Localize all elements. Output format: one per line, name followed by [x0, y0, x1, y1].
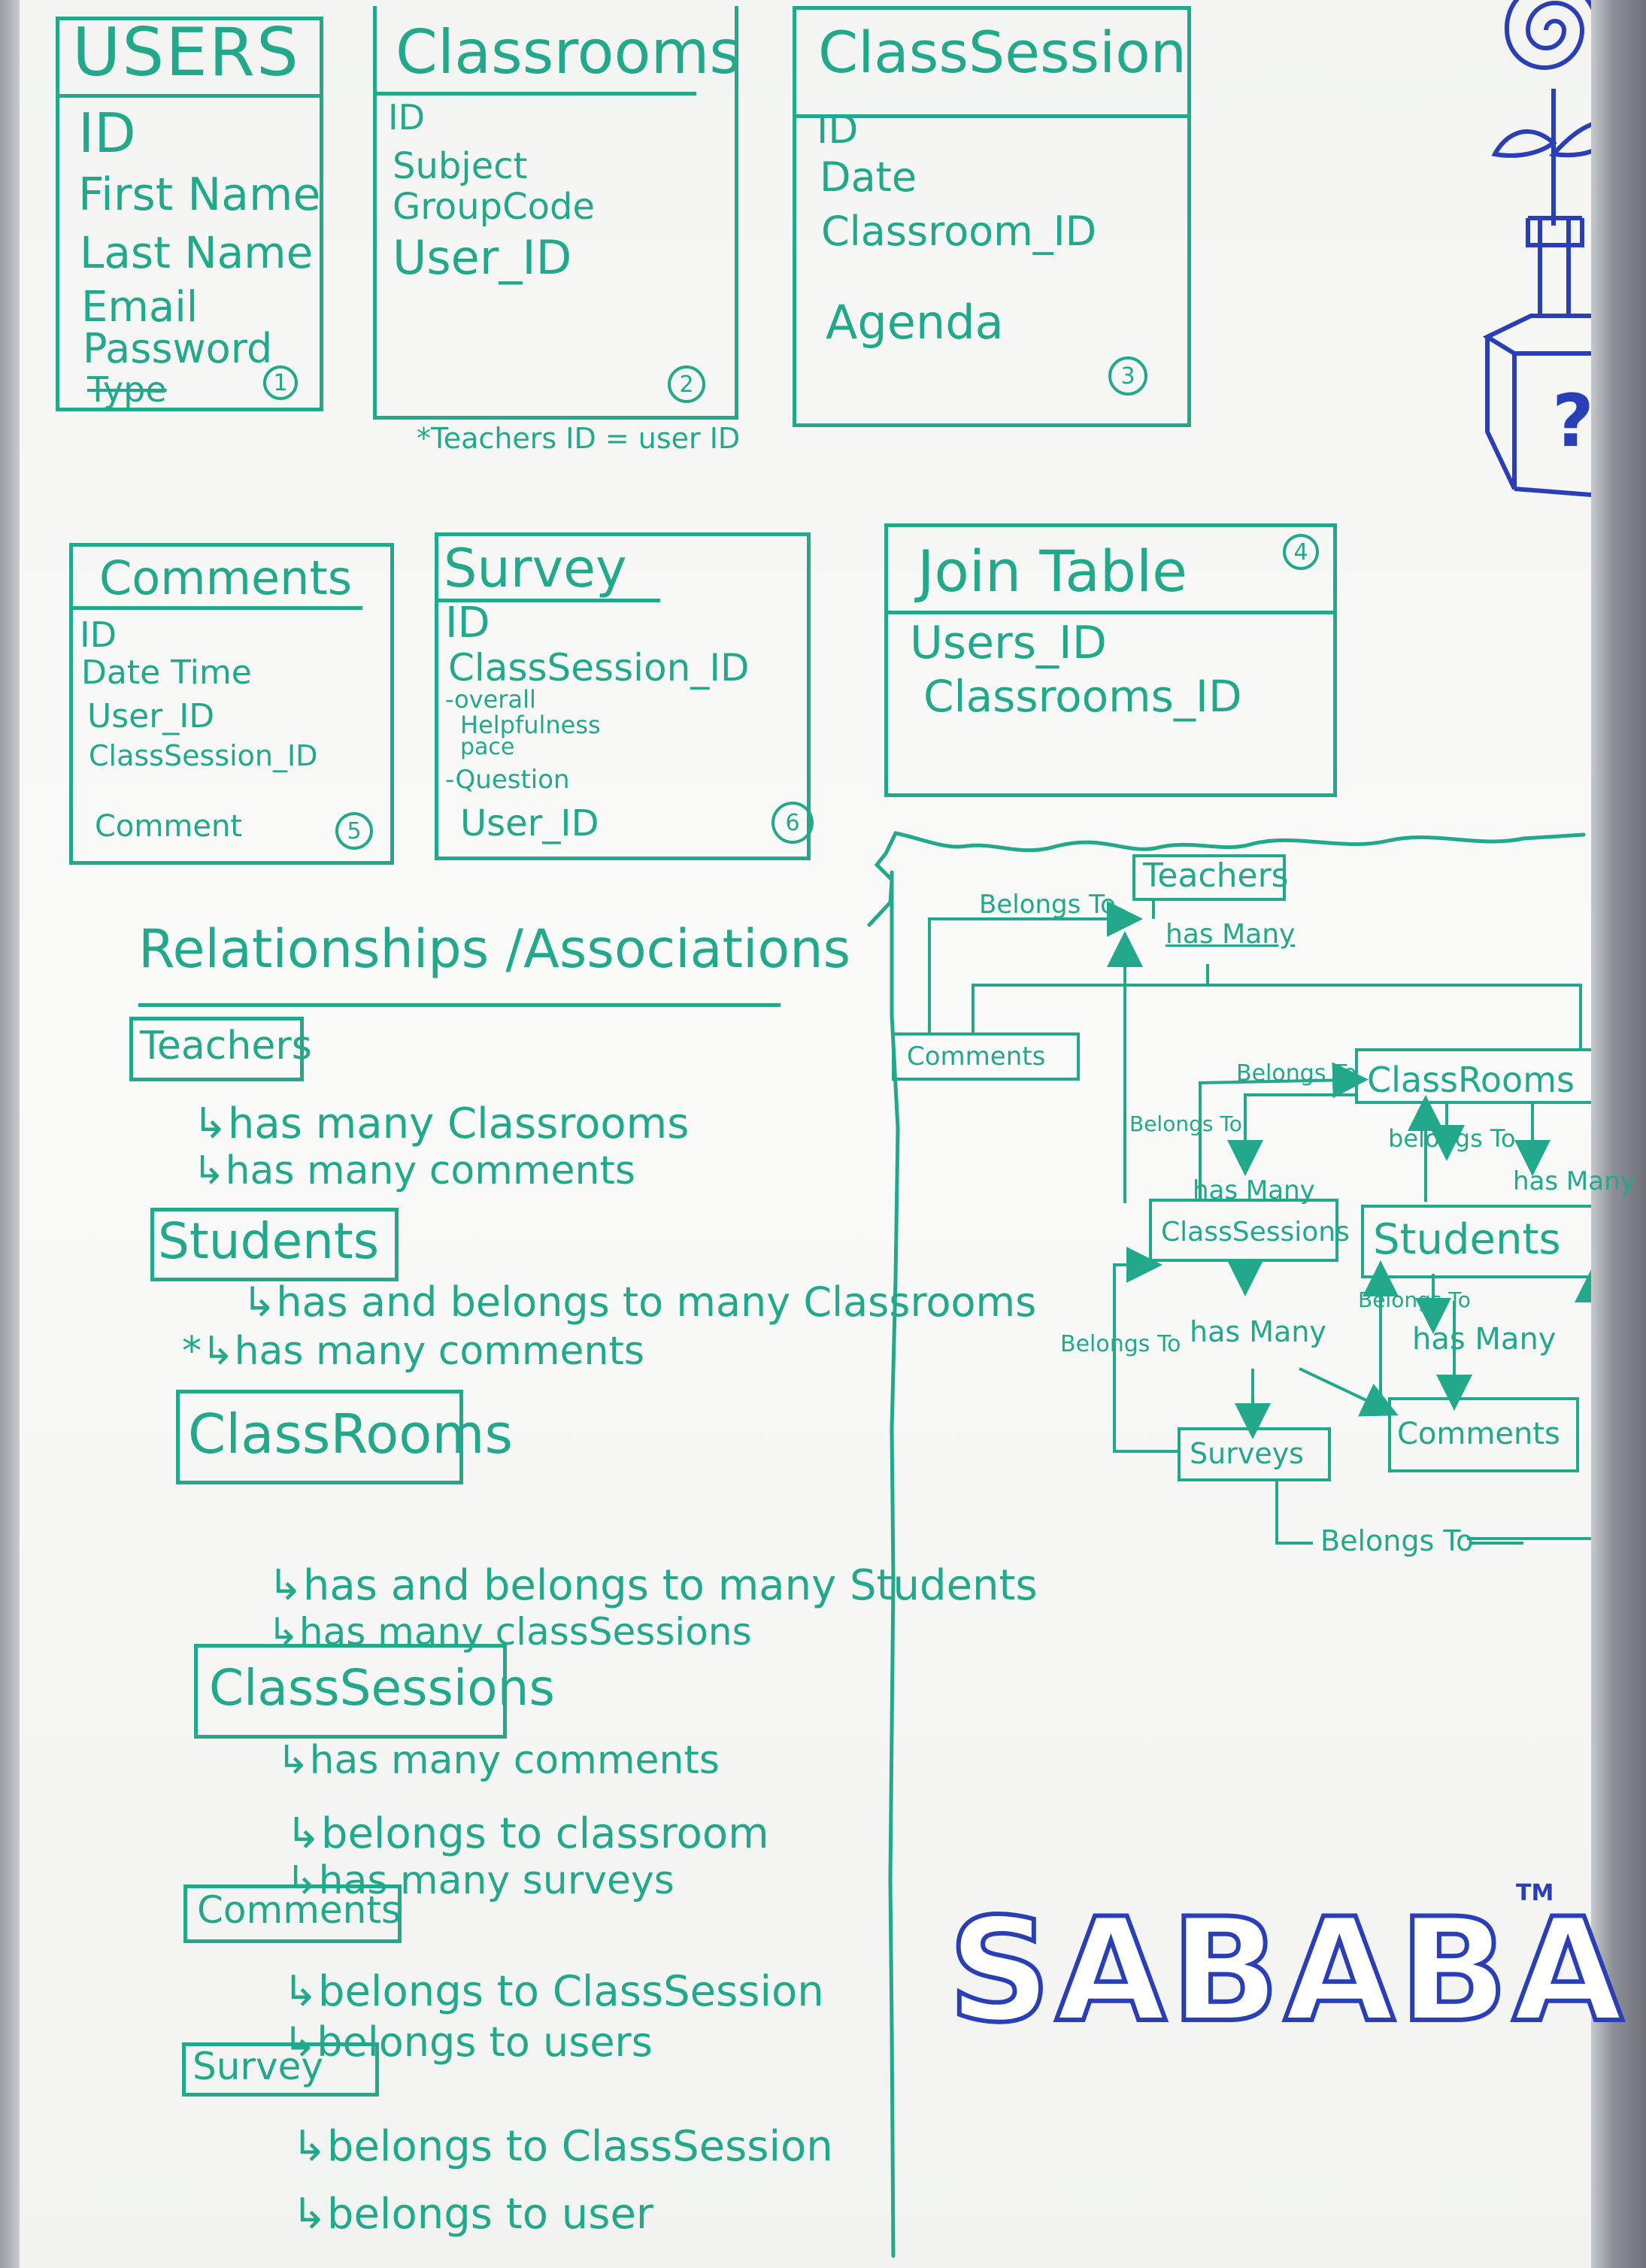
- rel-classsessions-box: [194, 1644, 507, 1739]
- classsession-table-number: 3: [1108, 356, 1147, 396]
- classrooms-table-number: 2: [668, 365, 705, 403]
- question-mark-doodle: ?: [1552, 379, 1594, 463]
- classrooms-field-1: ID: [388, 97, 425, 138]
- comments-field-4: ClassSession_ID: [89, 739, 318, 772]
- join-table: [884, 523, 1337, 797]
- classsession-table-title: ClassSession: [818, 19, 1187, 86]
- rel-teachers-line-1: ↳has many Classrooms: [192, 1099, 690, 1148]
- rel-classrooms-label: ClassRooms: [188, 1402, 513, 1466]
- er-edge-belongs-to-students: belongs To: [1388, 1124, 1516, 1153]
- classrooms-field-4: User_ID: [393, 230, 572, 285]
- er-node-classrooms: ClassRooms: [1367, 1060, 1575, 1100]
- whiteboard: USERS ID First Name Last Name Email Pass…: [20, 0, 1635, 2268]
- users-table: [56, 17, 323, 411]
- comments-table-number: 5: [335, 812, 373, 850]
- whiteboard-frame-left: [0, 0, 20, 2268]
- comments-field-2: Date Time: [81, 653, 252, 692]
- flower-doodle-icon: [1482, 0, 1591, 497]
- survey-field-2: ClassSession_ID: [448, 646, 750, 690]
- er-edge-has-many-cs: has Many: [1193, 1175, 1315, 1205]
- rel-comments-label: Comments: [197, 1888, 402, 1932]
- er-node-teachers: Teachers: [1143, 857, 1289, 895]
- rel-students-line-1: ↳has and belongs to many Classrooms: [242, 1278, 1037, 1326]
- survey-table: [435, 532, 811, 860]
- er-node-students: Students: [1373, 1215, 1561, 1264]
- comments-field-1: ID: [80, 614, 117, 655]
- whiteboard-frame-right: [1591, 0, 1646, 2268]
- rel-classsessions-line-1: ↳has many comments: [277, 1738, 720, 1783]
- er-node-surveys: Surveys: [1190, 1437, 1304, 1470]
- rel-classrooms-box: [176, 1390, 463, 1484]
- er-edge-belongs-to-mid: Belongs To: [1060, 1331, 1181, 1357]
- join-field-2: Classrooms_ID: [923, 671, 1242, 722]
- users-table-number: 1: [263, 365, 298, 400]
- survey-field-5: pace: [460, 734, 515, 760]
- comments-table: [69, 543, 394, 865]
- classsession-field-4: Agenda: [826, 295, 1004, 350]
- survey-field-3: -overall: [445, 685, 536, 714]
- er-edge-belongs-to-teachers: Belongs To: [979, 890, 1116, 920]
- er-edge-belongs-to-left: Belongs To: [1129, 1111, 1242, 1136]
- rel-comments-box: [183, 1884, 402, 1943]
- classsession-field-1: ID: [817, 108, 859, 153]
- rel-classsessions-label: ClassSessions: [209, 1659, 555, 1717]
- rel-teachers-box: [129, 1017, 304, 1081]
- er-edge-has-many-surveys: has Many: [1190, 1315, 1326, 1348]
- er-edge-belongs-to-classrooms: Belongs To: [1236, 1060, 1357, 1087]
- classrooms-field-3: GroupCode: [393, 186, 596, 228]
- relationships-heading: Relationships /Associations: [138, 918, 851, 980]
- classrooms-table-title: Classrooms: [396, 17, 741, 87]
- users-field-1: ID: [78, 102, 136, 165]
- er-node-classsessions: ClassSessions: [1161, 1217, 1350, 1248]
- rel-classsessions-line-2: ↳belongs to classroom: [286, 1809, 769, 1858]
- survey-field-4: Helpfulness: [460, 711, 601, 739]
- rel-teachers-label: Teachers: [140, 1023, 312, 1069]
- rel-students-line-2: *↳has many comments: [182, 1329, 644, 1374]
- rel-students-label: Students: [158, 1212, 380, 1270]
- rel-survey-box: [182, 2042, 379, 2097]
- survey-field-7: User_ID: [460, 802, 599, 844]
- sababa-logo: SABABA: [946, 1885, 1628, 2056]
- survey-table-number: 6: [771, 802, 814, 844]
- comments-field-5: Comment: [95, 809, 242, 844]
- comments-table-title: Comments: [99, 550, 353, 605]
- rel-classrooms-line-1: ↳has and belongs to many Students: [268, 1561, 1038, 1610]
- rel-survey-line-2: ↳belongs to user: [292, 2190, 653, 2239]
- users-field-5: Password: [83, 325, 273, 372]
- classrooms-note: *Teachers ID = user ID: [417, 422, 741, 455]
- users-field-6: Type: [87, 369, 167, 410]
- rel-comments-line-2: ↳belongs to users: [283, 2018, 653, 2066]
- join-field-1: Users_ID: [910, 617, 1107, 669]
- rel-survey-line-1: ↳belongs to ClassSession: [292, 2122, 833, 2171]
- users-field-2: First Name: [78, 168, 321, 221]
- users-field-3: Last Name: [80, 227, 314, 278]
- trademark-mark: TM: [1516, 1880, 1554, 1906]
- er-diagram-connectors: [892, 854, 1591, 1545]
- classsession-table: [793, 6, 1191, 427]
- rel-comments-line-1: ↳belongs to ClassSession: [283, 1967, 824, 2016]
- rel-teachers-line-2: ↳has many comments: [192, 1148, 635, 1193]
- survey-field-6: -Question: [445, 765, 570, 795]
- er-edge-belongs-to-st: Belongs To: [1358, 1287, 1471, 1312]
- users-field-4: Email: [81, 283, 199, 332]
- er-edge-has-many-teachers: has Many: [1166, 919, 1296, 950]
- er-edge-belongs-to-bottom: Belongs To: [1320, 1524, 1474, 1557]
- classrooms-field-2: Subject: [393, 145, 528, 187]
- er-edge-has-many-st: has Many: [1513, 1166, 1635, 1196]
- join-table-number: 4: [1283, 534, 1319, 570]
- classsession-field-3: Classroom_ID: [821, 208, 1097, 255]
- survey-field-1: ID: [445, 599, 490, 647]
- rel-survey-label: Survey: [192, 2045, 323, 2088]
- users-table-title: USERS: [72, 14, 300, 91]
- classsession-field-2: Date: [820, 153, 917, 201]
- survey-table-title: Survey: [444, 538, 627, 599]
- rel-classsessions-line-3: ↳has many surveys: [286, 1858, 674, 1903]
- comments-field-3: User_ID: [87, 697, 215, 735]
- rel-students-box: [150, 1208, 399, 1281]
- er-node-comments-right: Comments: [1397, 1417, 1560, 1451]
- join-table-title: Join Table: [917, 538, 1187, 605]
- er-edge-has-many-st2: has Many: [1412, 1322, 1557, 1357]
- classrooms-table: [373, 6, 738, 420]
- er-node-comments-left: Comments: [907, 1042, 1046, 1072]
